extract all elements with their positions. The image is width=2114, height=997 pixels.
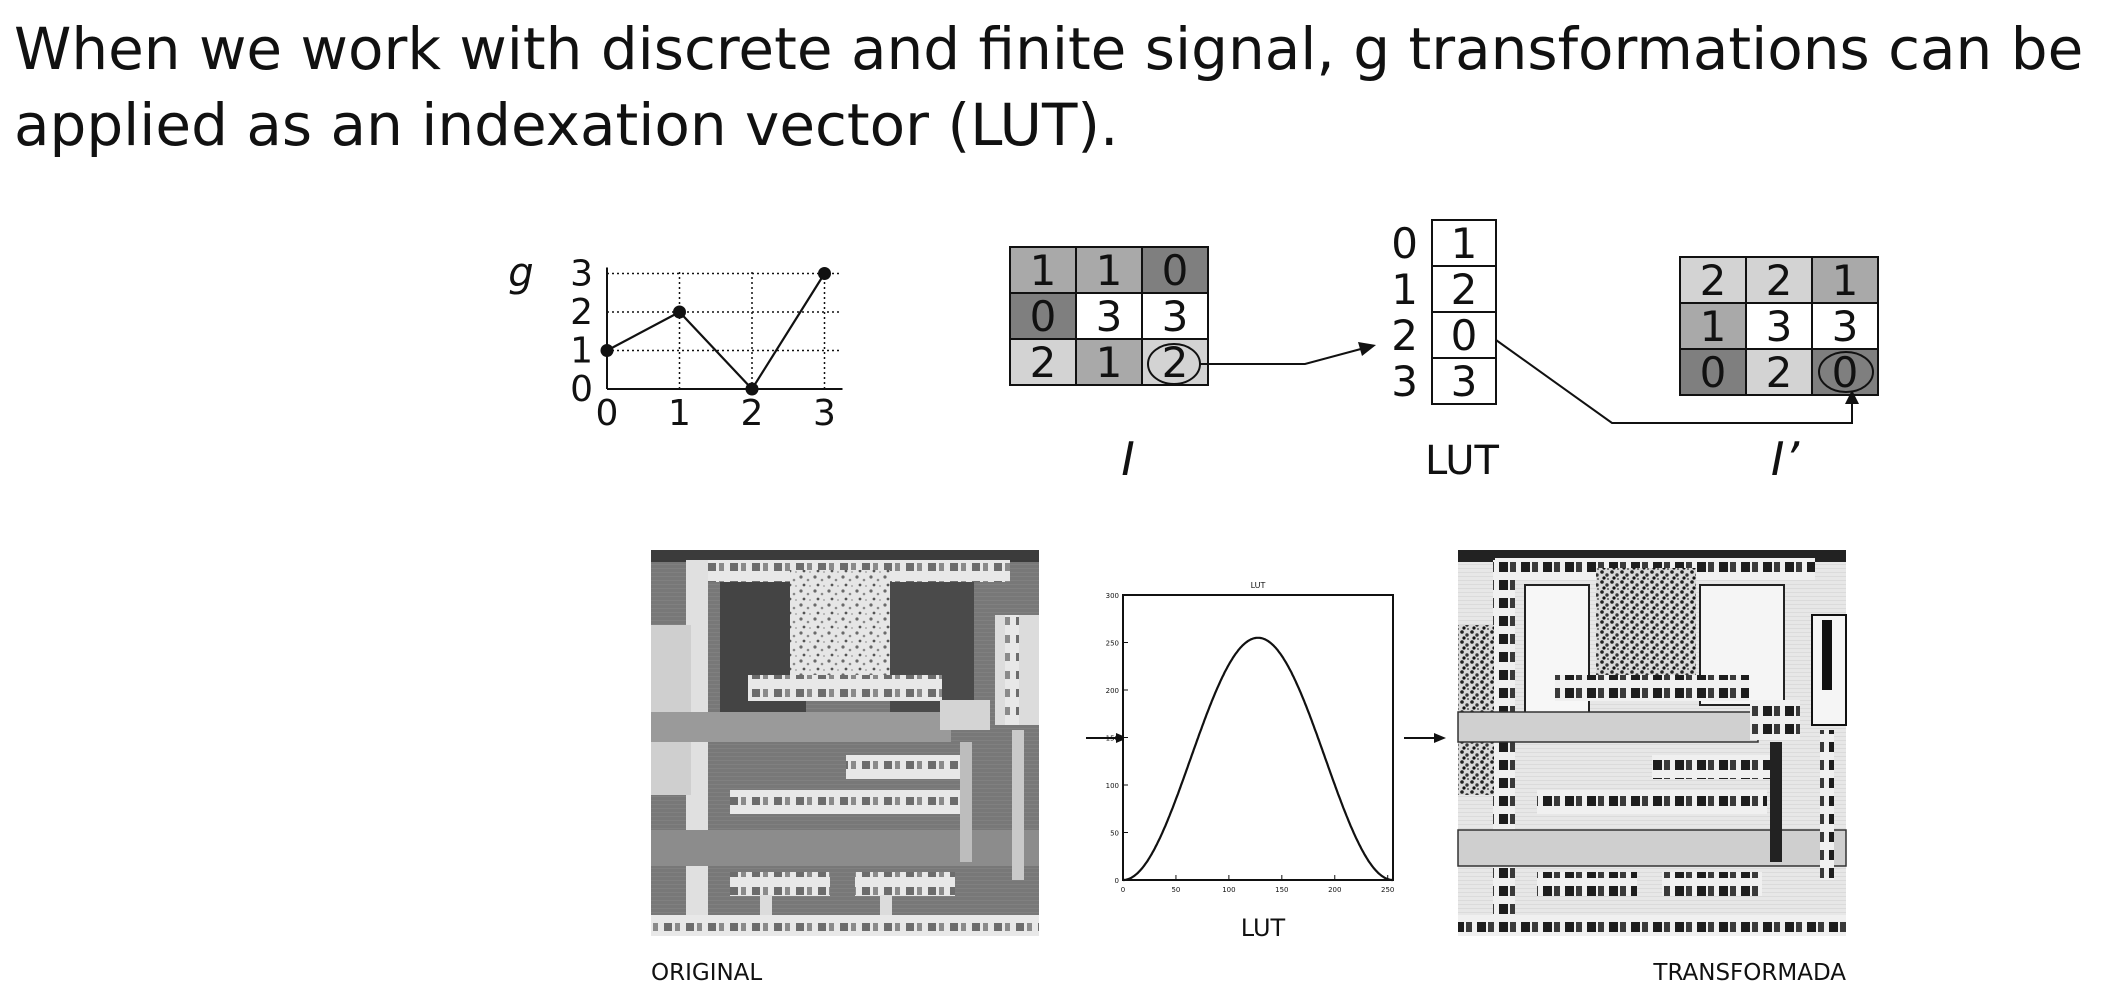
g-x-tick-label: 3 — [813, 393, 836, 434]
g-data-point — [600, 344, 614, 357]
matrix-i-cell — [1075, 338, 1143, 386]
heading-line-1: When we work with discrete and finite si… — [14, 15, 2083, 83]
matrix-i-cell — [1009, 246, 1077, 294]
lut-cell — [1431, 219, 1497, 267]
matrix-i-prime-cell — [1679, 256, 1747, 304]
lut-to-output-arrow — [1495, 339, 1853, 424]
lut-y-tick-label: 300 — [1106, 592, 1119, 600]
lut-cell — [1431, 311, 1497, 359]
caption-transformed: TRANSFORMADA — [1652, 960, 1846, 986]
matrix-i-cell — [1075, 246, 1143, 294]
lut-x-tick-label: 250 — [1381, 886, 1394, 894]
lut-x-tick-label: 200 — [1328, 886, 1341, 894]
matrix-i-prime-cell — [1811, 348, 1879, 396]
lut-y-tick-label: 50 — [1110, 830, 1119, 838]
matrix-i-prime-cell-value: 1 — [1700, 302, 1727, 351]
g-x-tick-label: 0 — [596, 393, 619, 434]
matrix-i-cell-value: 1 — [1030, 246, 1057, 295]
matrix-i-prime-cell-value: 3 — [1832, 302, 1859, 351]
lut-x-tick-label: 0 — [1121, 886, 1125, 894]
matrix-i-cell — [1141, 246, 1209, 294]
lut-cell-value: 1 — [1451, 219, 1478, 268]
arrowhead-lut — [1358, 342, 1376, 356]
matrix-i-prime-cell-value: 2 — [1766, 256, 1793, 305]
matrix-i-prime-cell — [1745, 302, 1813, 350]
g-data-point — [673, 305, 686, 319]
g-y-tick-label: 3 — [570, 254, 593, 295]
matrix-i-prime-cell — [1679, 302, 1747, 350]
lut-y-tick-label: 0 — [1115, 877, 1119, 885]
matrix-i-cell-value: 0 — [1162, 246, 1189, 295]
arrowhead-output — [1845, 390, 1859, 404]
lut-cell — [1431, 357, 1497, 405]
original-image — [651, 550, 1039, 936]
lut-cell-value: 0 — [1451, 311, 1478, 360]
matrix-i-cell-value: 1 — [1096, 246, 1123, 295]
lut-y-tick-label: 100 — [1106, 782, 1119, 790]
lut-cell-value: 2 — [1451, 265, 1478, 314]
lookup-connectors — [1147, 339, 1874, 424]
matrix-i-cell — [1141, 338, 1209, 386]
lut-index: 0 — [1391, 219, 1418, 268]
matrix-i-label: I — [1121, 432, 1135, 486]
lut-x-tick-label: 100 — [1222, 886, 1235, 894]
matrix-i-prime-cell-value: 3 — [1766, 302, 1793, 351]
lut-cell-value: 3 — [1451, 357, 1478, 406]
g-series-line — [606, 272, 826, 391]
matrix-i-prime-cell-value: 2 — [1700, 256, 1727, 305]
g-data-point — [745, 382, 759, 396]
lut-curve-chart: LUT 0 50 100 150 200 250 0 50 100 150 200 250 300 — [1106, 581, 1395, 894]
matrix-i-prime-cell-value: 0 — [1700, 348, 1727, 397]
matrix-i-cell-value: 3 — [1162, 292, 1189, 341]
matrix-i-prime-cell-value: 1 — [1832, 256, 1859, 305]
g-y-tick-label: 2 — [570, 292, 593, 333]
output-pixel-circle — [1818, 351, 1874, 393]
lut-index: 1 — [1391, 265, 1418, 314]
g-y-tick-label: 1 — [570, 331, 593, 372]
heading-line-2: applied as an indexation vector (LUT). — [14, 91, 1118, 159]
lut-y-tick-label: 150 — [1106, 735, 1119, 743]
matrix-i-prime-cell-value: 0 — [1832, 348, 1859, 397]
lut-chart-title: LUT — [1251, 581, 1266, 590]
g-x-tick-label: 1 — [668, 393, 691, 434]
lut-curve-line — [1123, 636, 1393, 882]
pixel-to-lut-arrow — [1200, 345, 1373, 365]
transformed-image — [1457, 550, 1847, 936]
matrix-i-prime-cell-value: 2 — [1766, 348, 1793, 397]
g-data-point — [818, 267, 831, 280]
matrix-i-cell-value: 2 — [1030, 338, 1057, 387]
matrix-i-cell-value: 0 — [1030, 292, 1057, 341]
lut-chart-frame — [1122, 594, 1394, 881]
lut-index: 2 — [1391, 311, 1418, 360]
matrix-i-cell-value: 1 — [1096, 338, 1123, 387]
g-x-tick-label: 2 — [741, 393, 764, 434]
matrix-i-prime-label: I’ — [1771, 432, 1800, 486]
lut-y-tick-label: 200 — [1106, 687, 1119, 695]
lut-index: 3 — [1391, 357, 1418, 406]
matrix-i-cell-value: 3 — [1096, 292, 1123, 341]
lut-x-tick-label: 150 — [1275, 886, 1288, 894]
g-function-name: g — [508, 250, 533, 296]
lut-x-tick-label: 50 — [1171, 886, 1180, 894]
arrowhead-2 — [1434, 733, 1446, 743]
lut-y-tick-label: 250 — [1106, 640, 1119, 648]
caption-original: ORIGINAL — [651, 960, 762, 986]
caption-lut: LUT — [1241, 914, 1286, 942]
g-y-tick-label: 0 — [570, 369, 593, 410]
lut-table-label: LUT — [1425, 438, 1500, 484]
matrix-i-prime-cell — [1811, 256, 1879, 304]
